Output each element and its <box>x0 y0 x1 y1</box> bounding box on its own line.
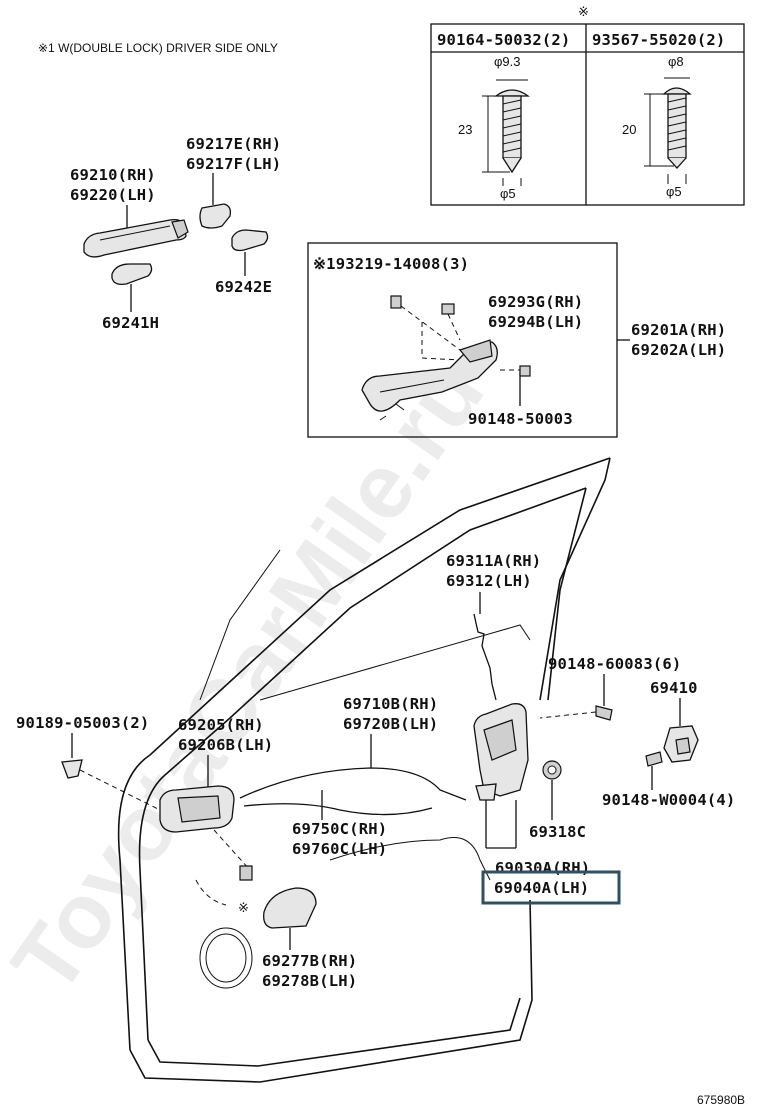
rod-drawing <box>473 613 497 701</box>
spec-col1-head-dia: φ9.3 <box>494 54 521 69</box>
spec-col2-part: 93567-55020(2) <box>592 31 725 49</box>
label-90189-05003: 90189-05003(2) <box>16 714 149 732</box>
label-69220: 69220(LH) <box>70 186 156 204</box>
label-69277b: 69277B(RH) <box>262 952 357 970</box>
spec-col2-head-dia: φ8 <box>668 54 684 69</box>
label-69750c: 69750C(RH) <box>292 820 387 838</box>
cable-drawing <box>239 767 467 801</box>
highlight-box-69040a <box>481 870 621 905</box>
lock-screw-drawing <box>539 705 613 721</box>
diagram-code: 675980B <box>697 1093 745 1107</box>
inner-screw-drawing <box>239 865 253 881</box>
frame-assembly-drawing <box>361 295 531 421</box>
label-69294b: 69294B(LH) <box>488 313 583 331</box>
pad-69242e-drawing <box>231 229 269 252</box>
door-outline <box>117 457 611 1083</box>
spec-table-mark: ※ <box>578 4 589 19</box>
label-69293g: 69293G(RH) <box>488 293 583 311</box>
label-69040a: 69040A(LH) <box>494 879 589 897</box>
label-69241h: 69241H <box>102 314 159 332</box>
speaker-opening <box>199 927 253 989</box>
pad-69241h-drawing <box>111 263 153 286</box>
spec-table: ※ 90164-50032(2) 93567-55020(2) φ9.3 23 … <box>430 4 745 206</box>
label-69201a: 69201A(RH) <box>631 321 726 339</box>
label-69217f: 69217F(LH) <box>186 155 281 173</box>
label-69242e: 69242E <box>215 278 272 296</box>
clip-drawing <box>61 759 161 811</box>
label-69030a: 69030A(RH) <box>495 859 590 877</box>
screw-93567-drawing <box>644 77 692 184</box>
label-69312: 69312(LH) <box>446 572 532 590</box>
spec-col2-length: 20 <box>622 122 636 137</box>
spec-col1-length: 23 <box>458 122 472 137</box>
label-69311a: 69311A(RH) <box>446 552 541 570</box>
label-screw-mark: ※ <box>238 900 249 915</box>
spec-col1-shank-dia: φ5 <box>500 186 516 201</box>
screw-90164-drawing <box>482 79 530 186</box>
label-69217e: 69217E(RH) <box>186 135 281 153</box>
label-69205: 69205(RH) <box>178 716 264 734</box>
bezel-drawing <box>263 887 317 929</box>
header-note: ※1 W(DOUBLE LOCK) DRIVER SIDE ONLY <box>38 41 278 55</box>
label-69206b: 69206B(LH) <box>178 736 273 754</box>
label-69202a: 69202A(LH) <box>631 341 726 359</box>
label-69410: 69410 <box>650 679 698 697</box>
label-69720b: 69720B(LH) <box>343 715 438 733</box>
label-69278b: 69278B(LH) <box>262 972 357 990</box>
handle-cover-drawing <box>199 203 232 229</box>
spec-col1-part: 90164-50032(2) <box>437 31 570 49</box>
striker-drawing <box>645 725 699 767</box>
cable2-drawing <box>243 803 433 816</box>
label-69760c: 69760C(LH) <box>292 840 387 858</box>
label-69710b: 69710B(RH) <box>343 695 438 713</box>
label-69318c: 69318C <box>529 823 586 841</box>
label-193219: ※193219-14008(3) <box>313 255 469 273</box>
spec-col2-shank-dia: φ5 <box>666 184 682 199</box>
outer-handle-drawing <box>83 218 189 258</box>
label-90148-60083: 90148-60083(6) <box>548 655 681 673</box>
inner-handle-drawing <box>159 785 251 871</box>
label-90148-w0004: 90148-W0004(4) <box>602 791 735 809</box>
label-90148-50003: 90148-50003 <box>468 410 573 428</box>
label-69210: 69210(RH) <box>70 166 156 184</box>
watermark: ToyotaCarMile.ru <box>0 343 503 1011</box>
lock-assembly-drawing <box>473 703 562 801</box>
